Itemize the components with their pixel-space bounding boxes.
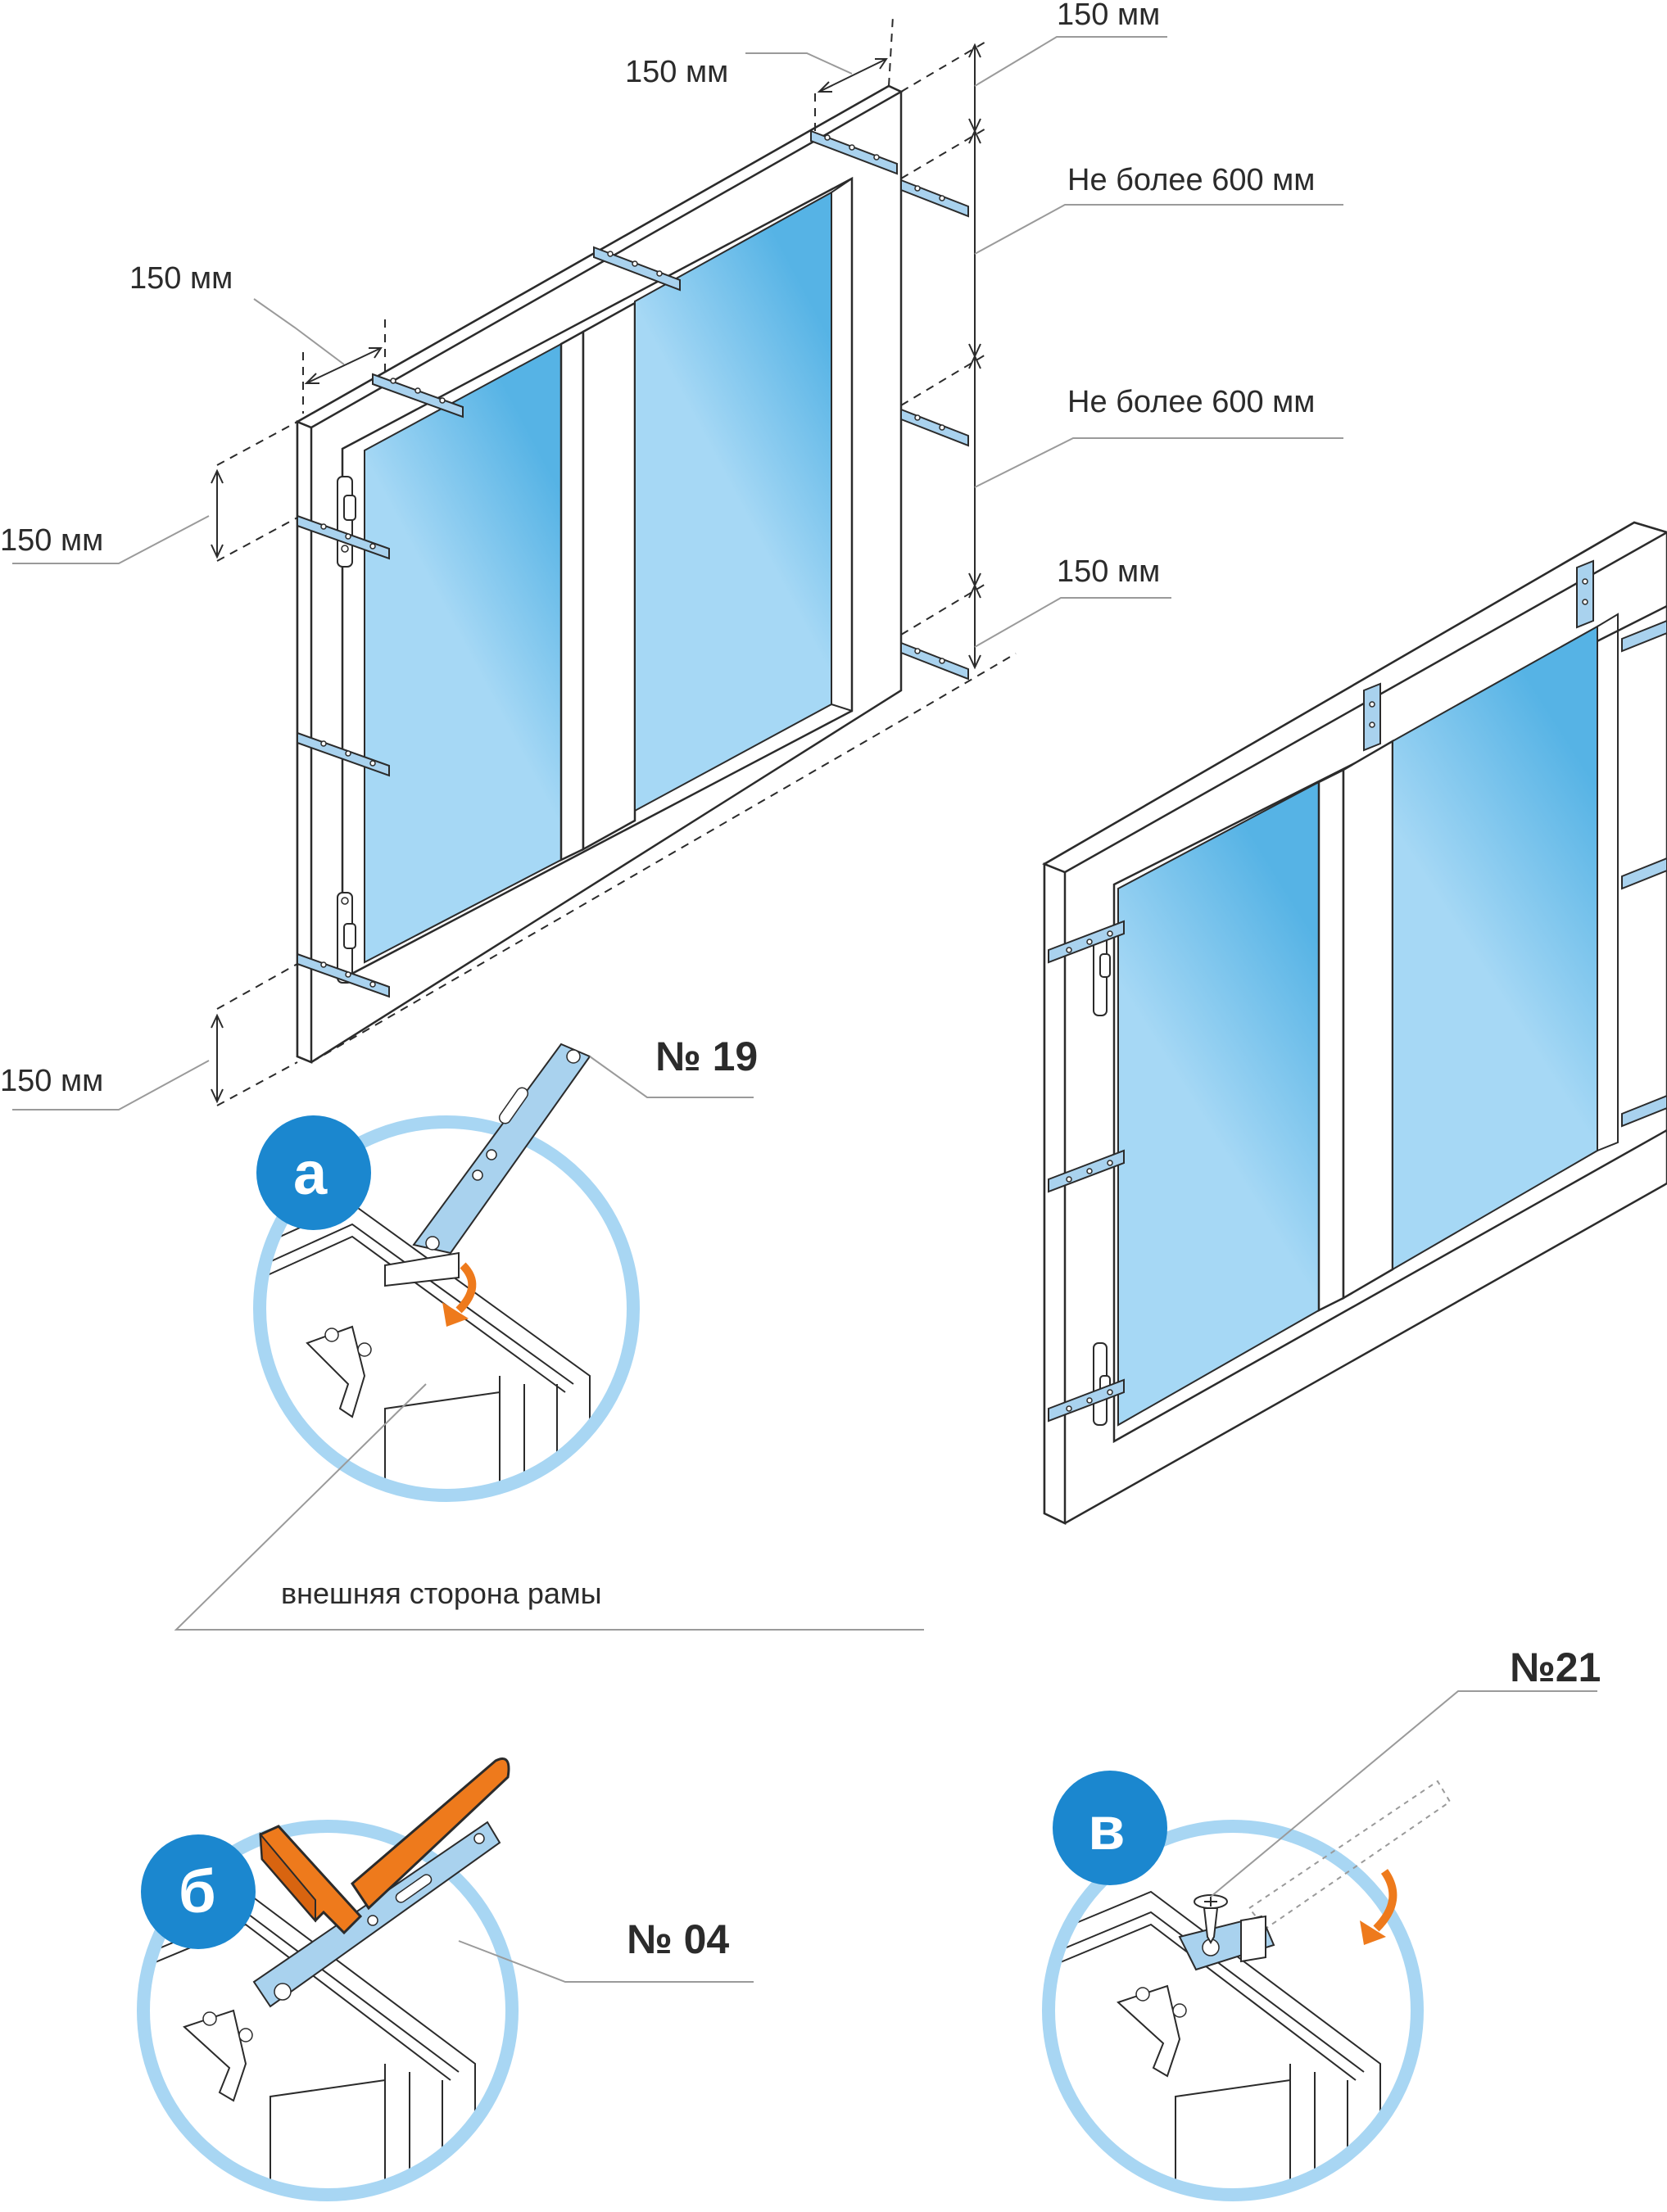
rotate-arrow-icon [455,1262,477,1314]
detail-v-badge-label: в [1088,1794,1126,1862]
dim-label-bottom-right: 150 мм [1057,554,1160,589]
dim-label-span-upper: Не более 600 мм [1067,163,1315,197]
hinge-top [337,476,356,568]
detail-b-part-number: № 04 [627,1916,729,1962]
left-window-mullion-face [582,301,636,852]
detail-a-badge [256,1115,371,1230]
dim-label-top-left-corner: 150 мм [129,261,233,296]
rotate-arrow-icon [1373,1869,1397,1932]
detail-a: а № 19 [253,1034,758,1502]
left-window-mullion [559,329,585,862]
hammer-icon [259,1757,510,1935]
right-window-frame-top [1042,521,1667,874]
dim-label-top-right: 150 мм [1057,0,1160,32]
detail-v: в №21 [1042,1644,1601,2201]
plate-no19 [384,1043,591,1287]
dim-label-left-top: 150 мм [0,523,103,558]
left-window-glass-left [364,342,562,964]
left-window [295,84,969,1064]
detail-a-badge-label: а [293,1139,328,1207]
right-window-frame-side [1043,862,1067,1525]
detail-v-circle [1042,1820,1424,2201]
left-window-glass-right [634,191,832,812]
detail-b-badge-label: б [179,1857,216,1925]
dim-label-span-lower: Не более 600 мм [1067,385,1315,419]
dim-label-top-offset: 150 мм [625,55,728,89]
right-window-mullion [1317,767,1345,1313]
plate-no21 [1178,1915,1275,1971]
dimension-lines [12,16,1343,1111]
detail-b-badge [141,1834,256,1949]
mounting-plates-right-window [1048,559,1667,1423]
detail-v-part-number: №21 [1510,1644,1601,1690]
caption-outer-side: внешняя сторона рамы [281,1576,602,1610]
screw-icon [1194,1894,1228,1945]
detail-v-badge [1053,1771,1167,1885]
detail-b-circle [137,1820,519,2201]
detail-b: б № 04 [137,1757,754,2201]
hinge-bottom [337,892,356,984]
detail-a-circle [253,1115,640,1502]
right-window-mullion-face [1342,739,1394,1301]
mounting-plates-left-window [297,129,969,998]
caption-leader [174,1383,924,1631]
dim-label-left-bottom: 150 мм [0,1064,103,1098]
right-window [1042,521,1667,1525]
detail-a-part-number: № 19 [655,1034,758,1079]
plate-no04 [252,1821,501,2008]
